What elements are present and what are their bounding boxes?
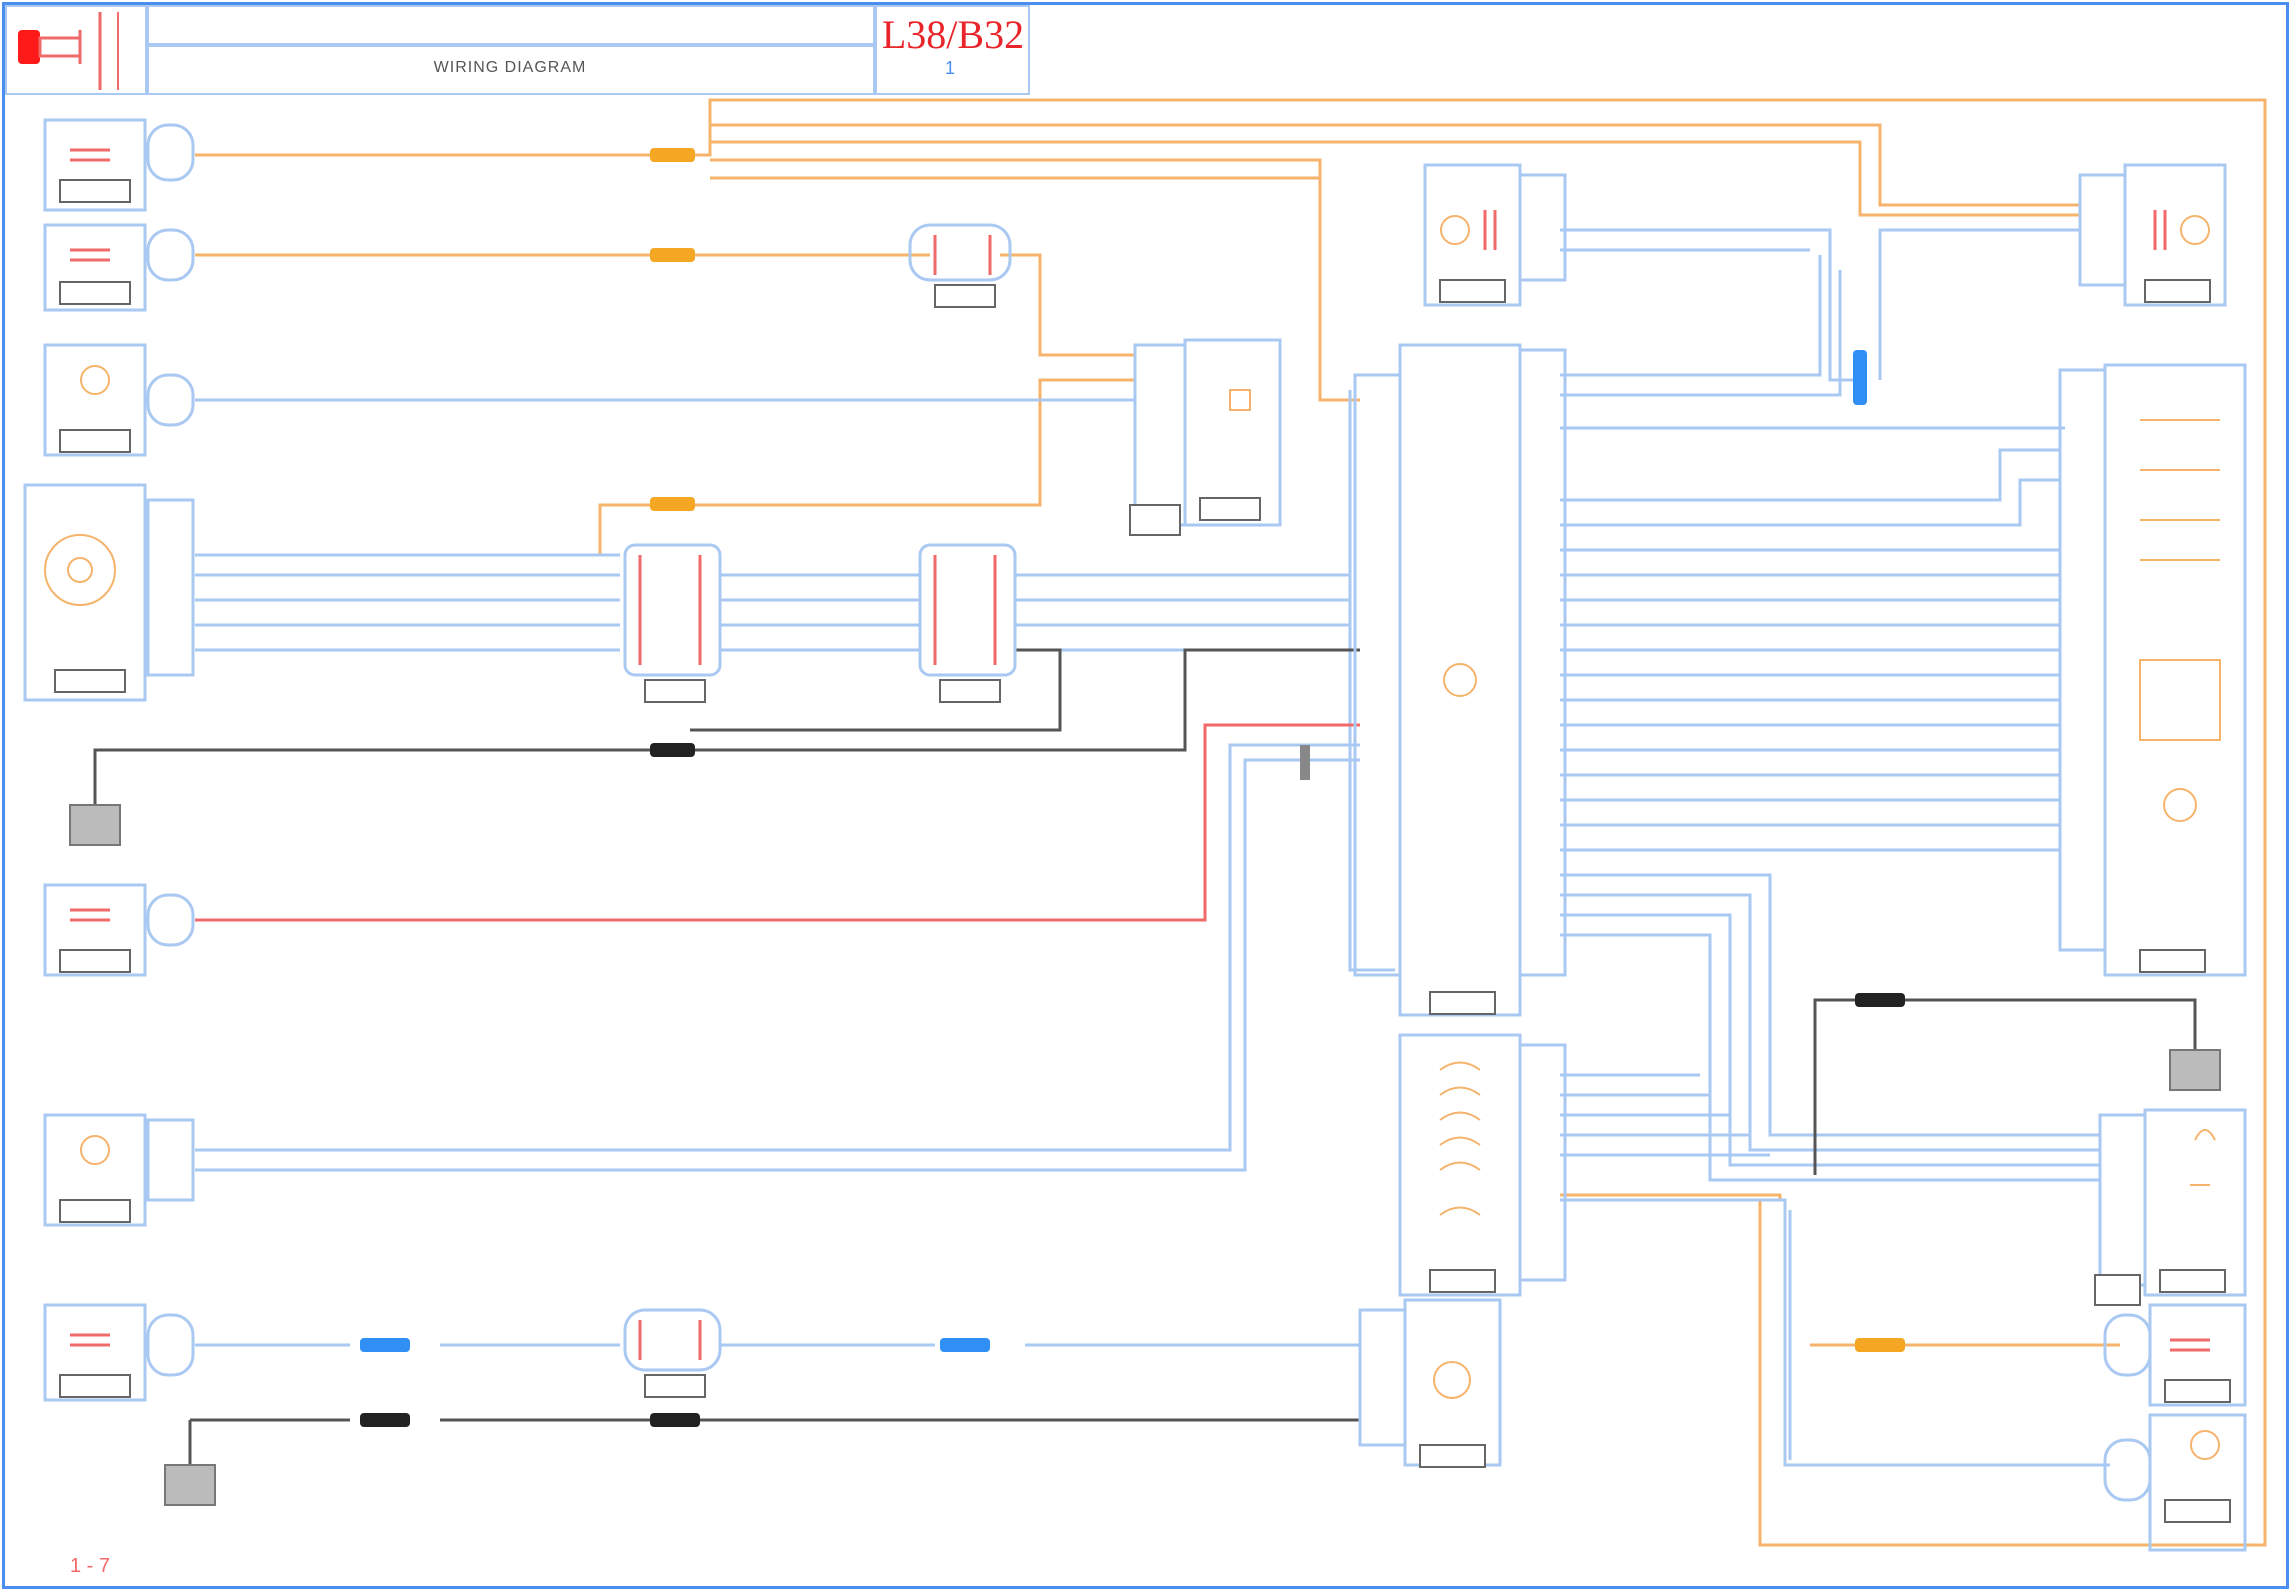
diagram-title: WIRING DIAGRAM (433, 59, 587, 76)
component-boxes (23, 118, 2247, 1552)
red-wires (195, 723, 1360, 922)
orange-wires (195, 98, 2267, 1547)
device-symbols (44, 215, 2221, 1460)
diagram-code: L38/B32 (881, 12, 1025, 57)
connector-markers (360, 148, 1905, 1427)
blue-wires (195, 228, 2110, 1467)
header-code-cell (875, 5, 1030, 95)
page-reference: 1 - 7 (70, 1555, 111, 1577)
dark-wires (93, 648, 2197, 1465)
fuse-icon (70, 148, 2210, 1360)
diagram-code-sub: 1 (944, 58, 955, 78)
ground-symbol-icon (69, 804, 2221, 1506)
header-title-cell (147, 45, 875, 95)
component-tags (54, 179, 2231, 1523)
battery-plug-icon (18, 12, 119, 90)
header-logo-cell (5, 5, 147, 95)
header-top-cell (147, 5, 875, 45)
